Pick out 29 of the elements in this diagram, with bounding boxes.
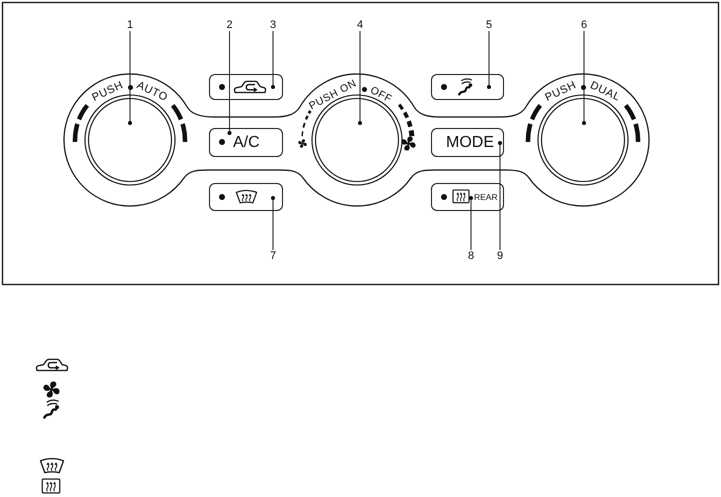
control-label: A/C <box>233 134 260 150</box>
leader-line <box>358 30 362 125</box>
callout-number: 2 <box>226 19 233 31</box>
control-label: REAR <box>474 192 498 202</box>
leader-line <box>487 30 491 89</box>
callout-number: 5 <box>486 19 492 31</box>
leader-line <box>469 196 473 250</box>
leader-line <box>228 30 232 135</box>
callout-number: 3 <box>270 19 276 31</box>
leader-line <box>582 30 586 125</box>
control-button <box>431 128 504 157</box>
callout-number: 4 <box>356 19 364 31</box>
callout-number: 7 <box>270 250 276 262</box>
callout-number: 1 <box>126 19 134 31</box>
callout-number: 6 <box>580 19 588 31</box>
control-button <box>209 74 283 100</box>
control-button <box>209 183 283 211</box>
control-button <box>431 74 504 100</box>
callout-number: 9 <box>496 250 504 262</box>
leader-line <box>128 30 132 125</box>
leader-line <box>271 30 275 89</box>
control-button <box>431 183 504 211</box>
leader-line <box>271 196 275 250</box>
knob-label: OFF <box>368 84 394 105</box>
callout-number: 8 <box>468 250 474 262</box>
control-button <box>209 128 283 157</box>
knob-label: AUTO <box>135 80 170 104</box>
control-label: MODE <box>446 134 494 150</box>
leader-line <box>498 141 502 250</box>
